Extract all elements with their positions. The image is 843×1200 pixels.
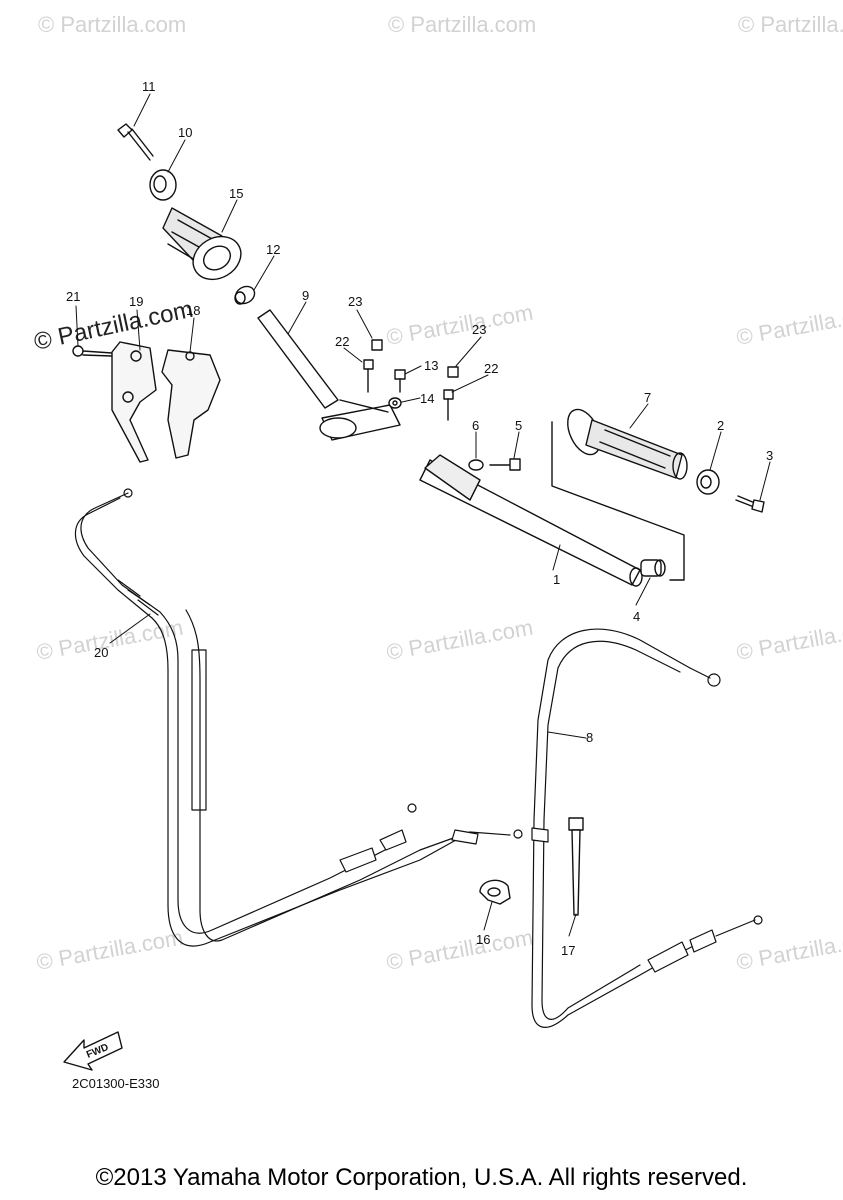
watermark: © Partzilla.com — [385, 925, 535, 975]
callout-4: 4 — [633, 609, 640, 624]
callout-17: 17 — [561, 943, 575, 958]
cable-tie-17 — [568, 817, 584, 916]
bolt-3 — [735, 495, 765, 513]
plug-12 — [234, 285, 256, 305]
housing-19 — [111, 341, 157, 463]
handlebar-1 — [419, 454, 643, 587]
callout-22: 22 — [484, 361, 498, 376]
callout-18: 18 — [186, 303, 200, 318]
callout-1: 1 — [553, 572, 560, 587]
fwd-arrow-icon — [63, 1031, 123, 1071]
watermark: © Partzilla.com — [385, 300, 535, 350]
cap-23 — [371, 339, 459, 378]
copyright-notice: ©2013 Yamaha Motor Corporation, U.S.A. A… — [95, 1164, 748, 1191]
handlebar-9 — [257, 309, 401, 441]
callout-7: 7 — [644, 390, 651, 405]
washer-6 — [468, 459, 484, 471]
watermark: © Partzilla.com — [738, 12, 843, 37]
callout-15: 15 — [229, 186, 243, 201]
end-plug-4 — [640, 559, 666, 577]
diagram-code: 2C01300-E330 — [72, 1076, 159, 1091]
watermark: © Partzilla.com — [388, 12, 536, 37]
callout-21: 21 — [66, 289, 80, 304]
callout-8: 8 — [586, 730, 593, 745]
callout-5: 5 — [515, 418, 522, 433]
callout-2: 2 — [717, 418, 724, 433]
callout-11: 11 — [142, 79, 156, 94]
callout-10: 10 — [178, 125, 192, 140]
bolt-13 — [394, 369, 406, 393]
callout-14: 14 — [420, 391, 434, 406]
bar-end-2 — [696, 469, 720, 495]
callout-22: 22 — [335, 334, 349, 349]
watermark: © Partzilla.com — [385, 615, 535, 665]
callout-labels: 1 2 3 4 5 6 7 8 9 10 11 12 13 14 15 16 1… — [66, 79, 773, 958]
callout-12: 12 — [266, 242, 280, 257]
watermark: © Partzilla.com — [38, 12, 186, 37]
watermark: © Partzilla.com — [735, 925, 843, 975]
callout-6: 6 — [472, 418, 479, 433]
watermark: © Partzilla.com — [35, 615, 185, 665]
grip-7 — [567, 408, 688, 480]
callout-19: 19 — [129, 294, 143, 309]
callout-16: 16 — [476, 932, 490, 947]
leader-lines — [75, 93, 771, 937]
watermark: © Partzilla.com — [735, 615, 843, 665]
callout-20: 20 — [94, 645, 108, 660]
bolt-22 — [363, 359, 454, 421]
clutch-cable-8 — [531, 628, 763, 1028]
callout-3: 3 — [766, 448, 773, 463]
callout-13: 13 — [424, 358, 438, 373]
bolt-11 — [117, 123, 154, 161]
grip-end-10 — [149, 169, 177, 201]
watermark: © Partzilla.com — [35, 925, 185, 975]
screw-21 — [72, 345, 113, 357]
housing-18 — [161, 349, 221, 459]
callout-23: 23 — [348, 294, 362, 309]
throttle-cables-20 — [74, 488, 523, 947]
watermark-dark: © Partzilla.com — [32, 296, 196, 356]
clamp-16 — [479, 879, 511, 905]
callout-9: 9 — [302, 288, 309, 303]
assembly-bracket — [551, 421, 685, 581]
bolt-5 — [489, 458, 521, 471]
washer-14 — [388, 397, 402, 409]
callout-23: 23 — [472, 322, 486, 337]
watermark: © Partzilla.com — [735, 300, 843, 350]
grip-15 — [162, 207, 242, 281]
